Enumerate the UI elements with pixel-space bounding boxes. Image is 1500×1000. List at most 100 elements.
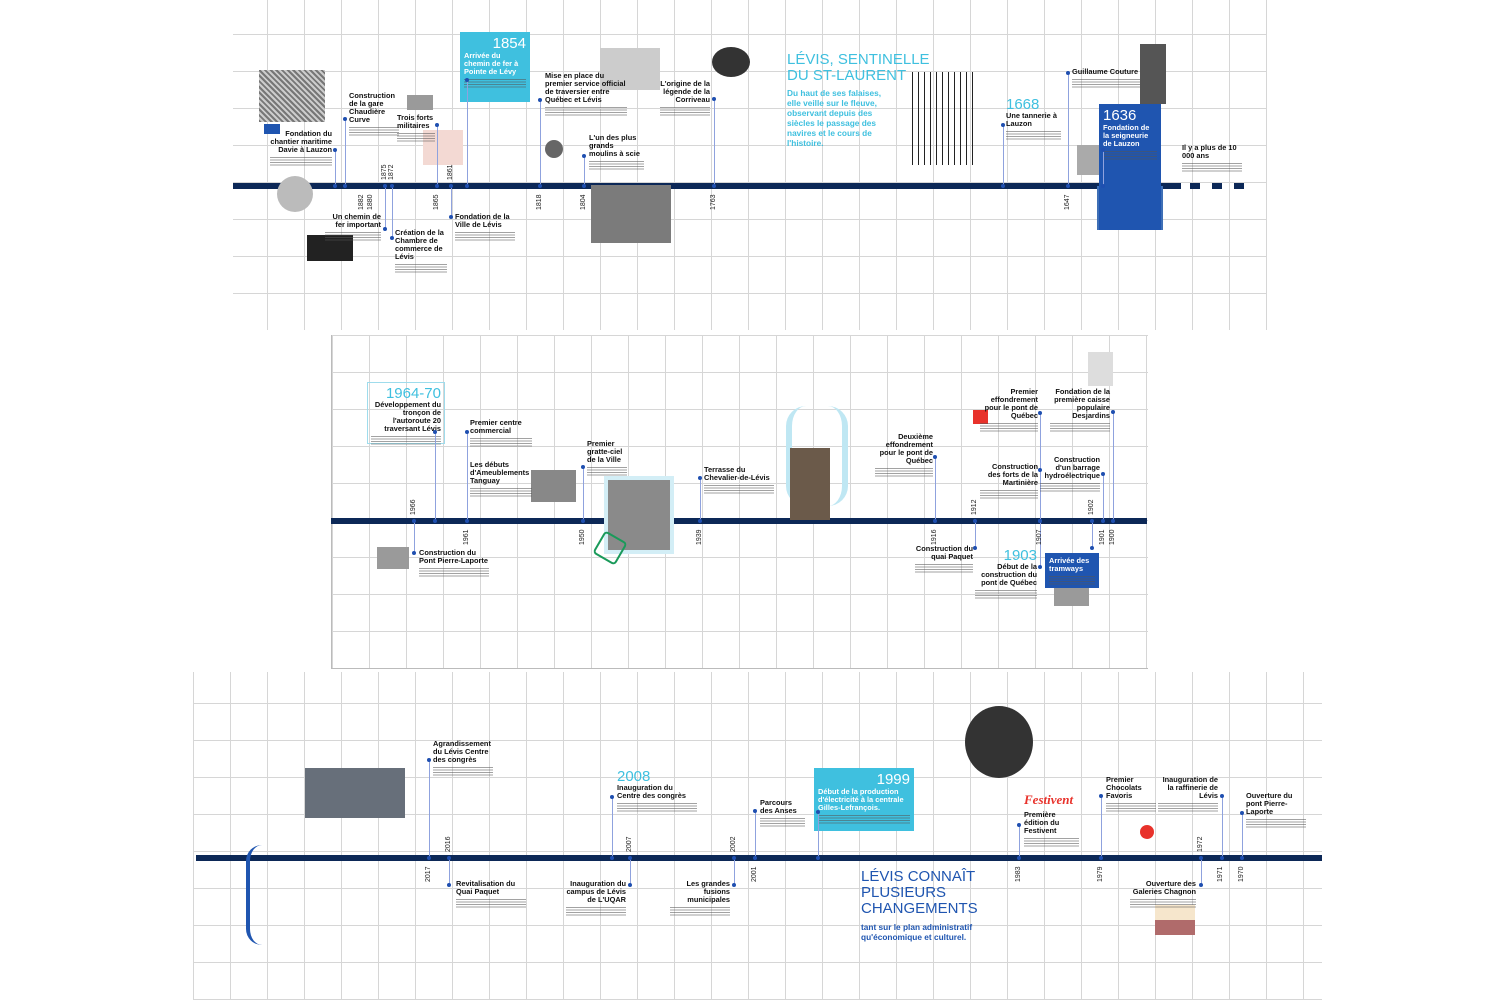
event-title: Fondation de la première caisse populair… [1054, 387, 1110, 420]
timeline-event[interactable]: Premier effondrement pour le pont de Qué… [980, 388, 1038, 433]
event-title: Agrandissement du Lévis Centre des congr… [433, 739, 491, 764]
event-title: Construction de la gare Chaudière Curve [349, 91, 395, 124]
event-title: Construction d'un barrage hydroélectriqu… [1044, 455, 1100, 480]
connector-dot [628, 883, 632, 887]
year-label: 1970 [1238, 866, 1245, 882]
timeline-event[interactable]: Premier gratte-ciel de la Ville [587, 440, 627, 477]
event-year: 1854 [492, 35, 526, 52]
timeline-event[interactable]: Les grandes fusions municipales [670, 880, 730, 917]
event-title: Il y a plus de 10 000 ans [1182, 143, 1237, 160]
event-description [456, 899, 526, 909]
timeline-event[interactable]: Terrasse du Chevalier-de-Lévis [704, 466, 774, 495]
timeline-event[interactable]: Mise en place du premier service officia… [545, 72, 627, 117]
timeline-event[interactable]: Trois forts militaires [397, 114, 435, 143]
event-description [470, 488, 532, 498]
timeline-event[interactable]: Revitalisation du Quai Paquet [456, 880, 526, 909]
event-title: Construction du quai Paquet [915, 544, 973, 561]
event-title: Parcours des Anses [760, 798, 797, 815]
year-label: 1804 [580, 194, 587, 210]
connector-dot [435, 123, 439, 127]
tanguay-photo [531, 470, 576, 502]
connector-dot [973, 519, 977, 523]
event-year: 1964-70 [385, 385, 441, 402]
year-label: 2016 [445, 836, 452, 852]
event-title: Arrivée du chemin de fer à Pointe de Lév… [464, 51, 519, 76]
connector-dot [465, 519, 469, 523]
timeline-event[interactable]: L'un des plus grands moulins à scie [589, 134, 644, 171]
timeline-event[interactable]: Premier centre commercial [470, 419, 532, 448]
timeline-event[interactable]: Construction du Pont Pierre-Laporte [419, 549, 489, 578]
connector-dot [1017, 823, 1021, 827]
year-label: 1950 [579, 529, 586, 545]
timeline-event[interactable]: Fondation du chantier maritime Davie à L… [270, 130, 332, 167]
connector-dot [1101, 148, 1105, 152]
timeline-event[interactable]: Fondation de la première caisse populair… [1050, 388, 1110, 433]
year-label: 2007 [626, 836, 633, 852]
connector-dot [1111, 519, 1115, 523]
timeline-panel-2 [331, 335, 1148, 669]
event-year: 2008 [617, 768, 651, 785]
timeline-event[interactable]: Construction des forts de la Martinière [980, 463, 1038, 500]
event-description [587, 467, 627, 477]
event-description [270, 157, 332, 167]
timeline-event[interactable]: Construction du quai Paquet [915, 545, 973, 574]
connector-dot [1038, 519, 1042, 523]
timeline-event[interactable]: Guillaume Couture [1072, 68, 1142, 89]
timeline-event[interactable]: Agrandissement du Lévis Centre des congr… [433, 740, 493, 777]
event-description [1158, 803, 1218, 813]
connector-line [734, 858, 735, 885]
timeline-event[interactable]: Arrivée des tramways [1045, 553, 1099, 588]
event-title: Développement du tronçon de l'autoroute … [374, 400, 441, 433]
timeline-event[interactable]: Première édition du Festivent [1024, 811, 1079, 848]
timeline-event[interactable]: Deuxième effondrement pour le pont de Qu… [875, 433, 933, 478]
connector-dot [581, 465, 585, 469]
timeline-event[interactable]: Inauguration du campus de Lévis de L'UQA… [566, 880, 626, 917]
event-description [617, 803, 697, 813]
timeline-event[interactable]: L'origine de la légende de la Corriveau [660, 80, 710, 117]
timeline-event[interactable]: Parcours des Anses [760, 799, 805, 828]
timeline-event[interactable]: Il y a plus de 10 000 ans [1182, 144, 1242, 173]
timeline-event[interactable]: Construction d'un barrage hydroélectriqu… [1040, 456, 1100, 493]
connector-dot [1017, 856, 1021, 860]
connector-dot [1101, 519, 1105, 523]
connector-dot [1066, 184, 1070, 188]
event-title: Création de la Chambre de commerce de Lé… [395, 228, 444, 261]
timeline-event[interactable]: Ouverture du pont Pierre-Laporte [1246, 792, 1306, 829]
connector-line [451, 186, 452, 217]
connector-dot [933, 519, 937, 523]
timeline-event[interactable]: Fondation de la Ville de Lévis [455, 213, 515, 242]
statue-photo [1140, 44, 1166, 104]
timeline-event[interactable]: Les débuts d'Ameublements Tanguay [470, 461, 532, 498]
event-description [545, 107, 627, 117]
year-label: 1880 [367, 194, 374, 210]
year-label: 1861 [447, 164, 454, 180]
timeline-event[interactable]: Un chemin de fer important [325, 213, 381, 242]
event-year: 1636 [1103, 107, 1137, 124]
connector-dot [447, 883, 451, 887]
event-title: Les grandes fusions municipales [686, 879, 730, 904]
portrait-engraving [1077, 145, 1101, 175]
event-title: Une tannerie à Lauzon [1006, 111, 1057, 128]
connector-dot [1220, 794, 1224, 798]
timeline-event[interactable]: Construction de la gare Chaudière Curve [349, 92, 399, 137]
timeline-event[interactable]: Premier Chocolats Favoris [1106, 776, 1156, 813]
timeline-event[interactable]: Création de la Chambre de commerce de Lé… [395, 229, 447, 274]
year-label: 1818 [536, 194, 543, 210]
timeline-bar-dash [1212, 183, 1222, 189]
connector-dot [1038, 411, 1042, 415]
timeline-event[interactable]: Inauguration de la raffinerie de Lévis [1158, 776, 1218, 813]
connector-dot [1090, 546, 1094, 550]
connector-line [612, 797, 613, 858]
connector-dot [610, 856, 614, 860]
event-description [325, 232, 381, 242]
timeline-event[interactable]: Ouverture des Galeries Chagnon [1130, 880, 1196, 909]
event-title: Première édition du Festivent [1024, 810, 1060, 835]
event-title: Construction des forts de la Martinière [987, 462, 1038, 487]
